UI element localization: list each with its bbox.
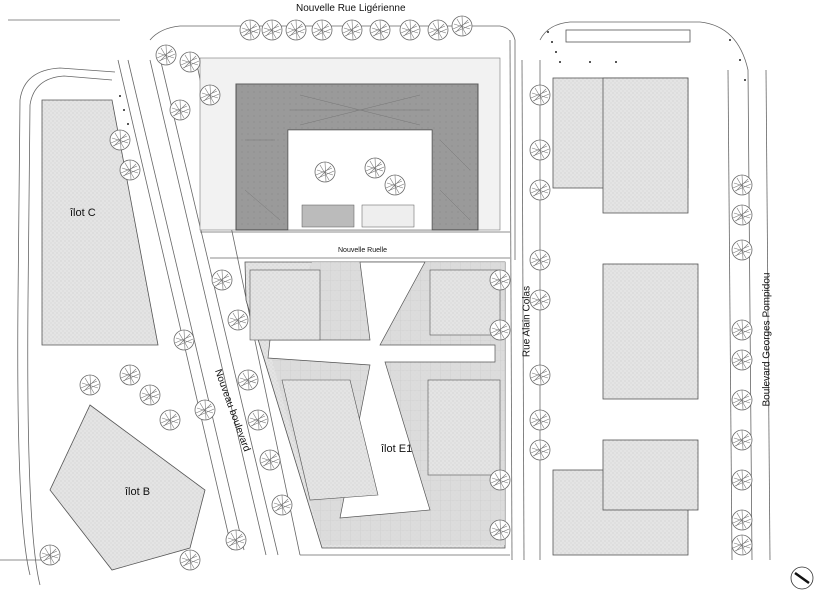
- block-ilot-e1: [244, 261, 506, 549]
- block-label-c: îlot C: [70, 207, 96, 219]
- block-label-b: îlot B: [125, 486, 151, 498]
- street-label-top: Nouvelle Rue Ligérienne: [296, 3, 406, 14]
- block-ilot-c: [41, 99, 159, 346]
- block-ilot-b: [49, 404, 206, 571]
- bollards: [119, 31, 746, 125]
- street-label-colas: Rue Alain Colas: [521, 285, 533, 358]
- building-courtyard: [199, 57, 501, 231]
- street-label-ruelle: Nouvelle Ruelle: [338, 247, 388, 254]
- block-right-side: [552, 29, 699, 556]
- street-label-pompidou: Boulevard Georges Pompidou: [761, 272, 773, 407]
- block-label-e1: îlot E1: [381, 443, 413, 455]
- north-arrow-icon: [790, 566, 814, 590]
